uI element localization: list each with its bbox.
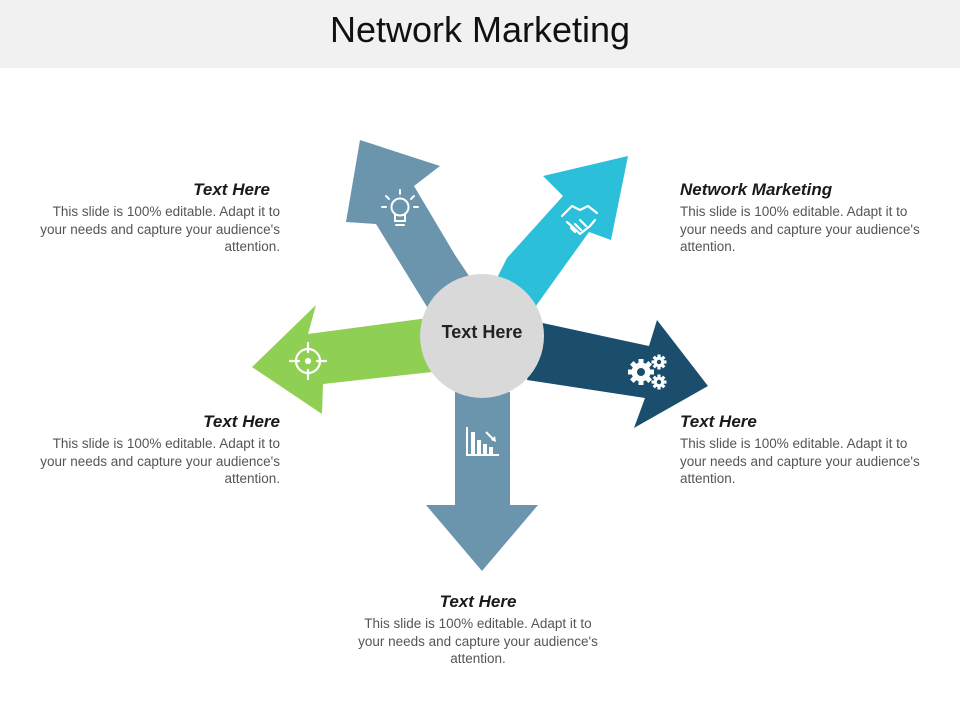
bar-chart-icon: [466, 427, 499, 456]
text-block-heading: Network Marketing: [680, 180, 833, 199]
text-block-heading: Text Here: [439, 592, 517, 611]
text-block-right: Text Here This slide is 100% editable. A…: [680, 412, 920, 488]
text-block-body: This slide is 100% editable. Adapt it to…: [358, 616, 598, 666]
text-block-heading: Text Here: [203, 412, 280, 431]
text-block-heading: Text Here: [193, 180, 270, 199]
text-block-top-right: Network Marketing This slide is 100% edi…: [680, 180, 920, 256]
arrow-left: [252, 305, 432, 414]
arrow-top-left: [346, 140, 475, 315]
arrow-right: [527, 320, 708, 428]
target-icon: [288, 341, 328, 381]
arrow-bottom: [426, 392, 538, 571]
lightbulb-icon: [381, 189, 419, 226]
text-block-top-left: Text Here This slide is 100% editable. A…: [40, 180, 280, 256]
handshake-icon: [560, 204, 599, 236]
gears-icon: [628, 354, 667, 390]
text-block-heading: Text Here: [680, 412, 757, 431]
text-block-body: This slide is 100% editable. Adapt it to…: [40, 204, 280, 254]
text-block-body: This slide is 100% editable. Adapt it to…: [40, 436, 280, 486]
text-block-body: This slide is 100% editable. Adapt it to…: [680, 436, 920, 486]
text-block-bottom: Text Here This slide is 100% editable. A…: [358, 592, 598, 668]
text-block-body: This slide is 100% editable. Adapt it to…: [680, 204, 920, 254]
center-hub: [420, 274, 544, 398]
arrow-top-right: [495, 156, 628, 310]
title-bar: [0, 0, 960, 68]
center-label: Text Here: [441, 322, 523, 342]
text-block-left: Text Here This slide is 100% editable. A…: [40, 412, 280, 488]
slide-title: Network Marketing: [329, 9, 631, 50]
